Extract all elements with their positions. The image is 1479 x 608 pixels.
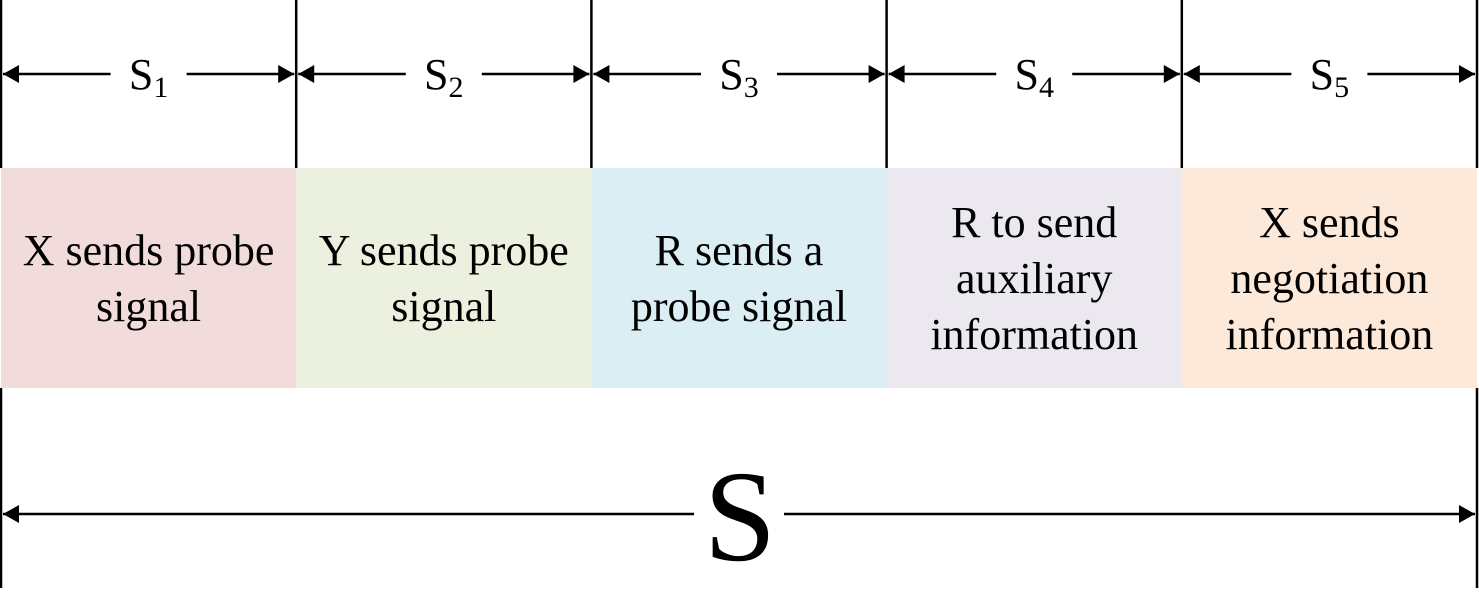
slot-arrowhead-right-3 — [868, 65, 885, 83]
slot-duration-arrows — [3, 65, 1475, 83]
slot-arrowhead-left-3 — [593, 65, 610, 83]
slot-arrowhead-right-2 — [573, 65, 590, 83]
slot-arrowhead-right-1 — [278, 65, 295, 83]
slot-arrowhead-right-5 — [1459, 65, 1475, 83]
slot-label-4: S4 — [1014, 50, 1053, 104]
slot-duration-labels: S1 S2 S3 S4 S5 — [129, 50, 1349, 104]
slot-boxes — [1, 168, 1477, 388]
slot-box-5 — [1181, 168, 1477, 388]
slot-arrowhead-right-4 — [1163, 65, 1180, 83]
slot-box-2 — [296, 168, 592, 388]
slot-label-2: S2 — [424, 50, 463, 104]
total-duration-arrow — [3, 505, 1475, 523]
total-duration-label: S — [704, 445, 776, 589]
total-arrowhead-right — [1459, 505, 1475, 523]
slot-box-1 — [1, 168, 297, 388]
slot-dividers — [0, 0, 1479, 588]
slot-label-1: S1 — [129, 50, 168, 104]
slot-box-3 — [591, 168, 887, 388]
slot-arrowhead-left-2 — [298, 65, 315, 83]
slot-arrowhead-left-5 — [1183, 65, 1200, 83]
total-arrowhead-left — [3, 505, 19, 523]
slot-arrowhead-left-1 — [3, 65, 19, 83]
slot-label-5: S5 — [1310, 50, 1349, 104]
slot-arrowhead-left-4 — [888, 65, 905, 83]
slot-box-4 — [886, 168, 1182, 388]
slot-label-3: S3 — [719, 50, 758, 104]
